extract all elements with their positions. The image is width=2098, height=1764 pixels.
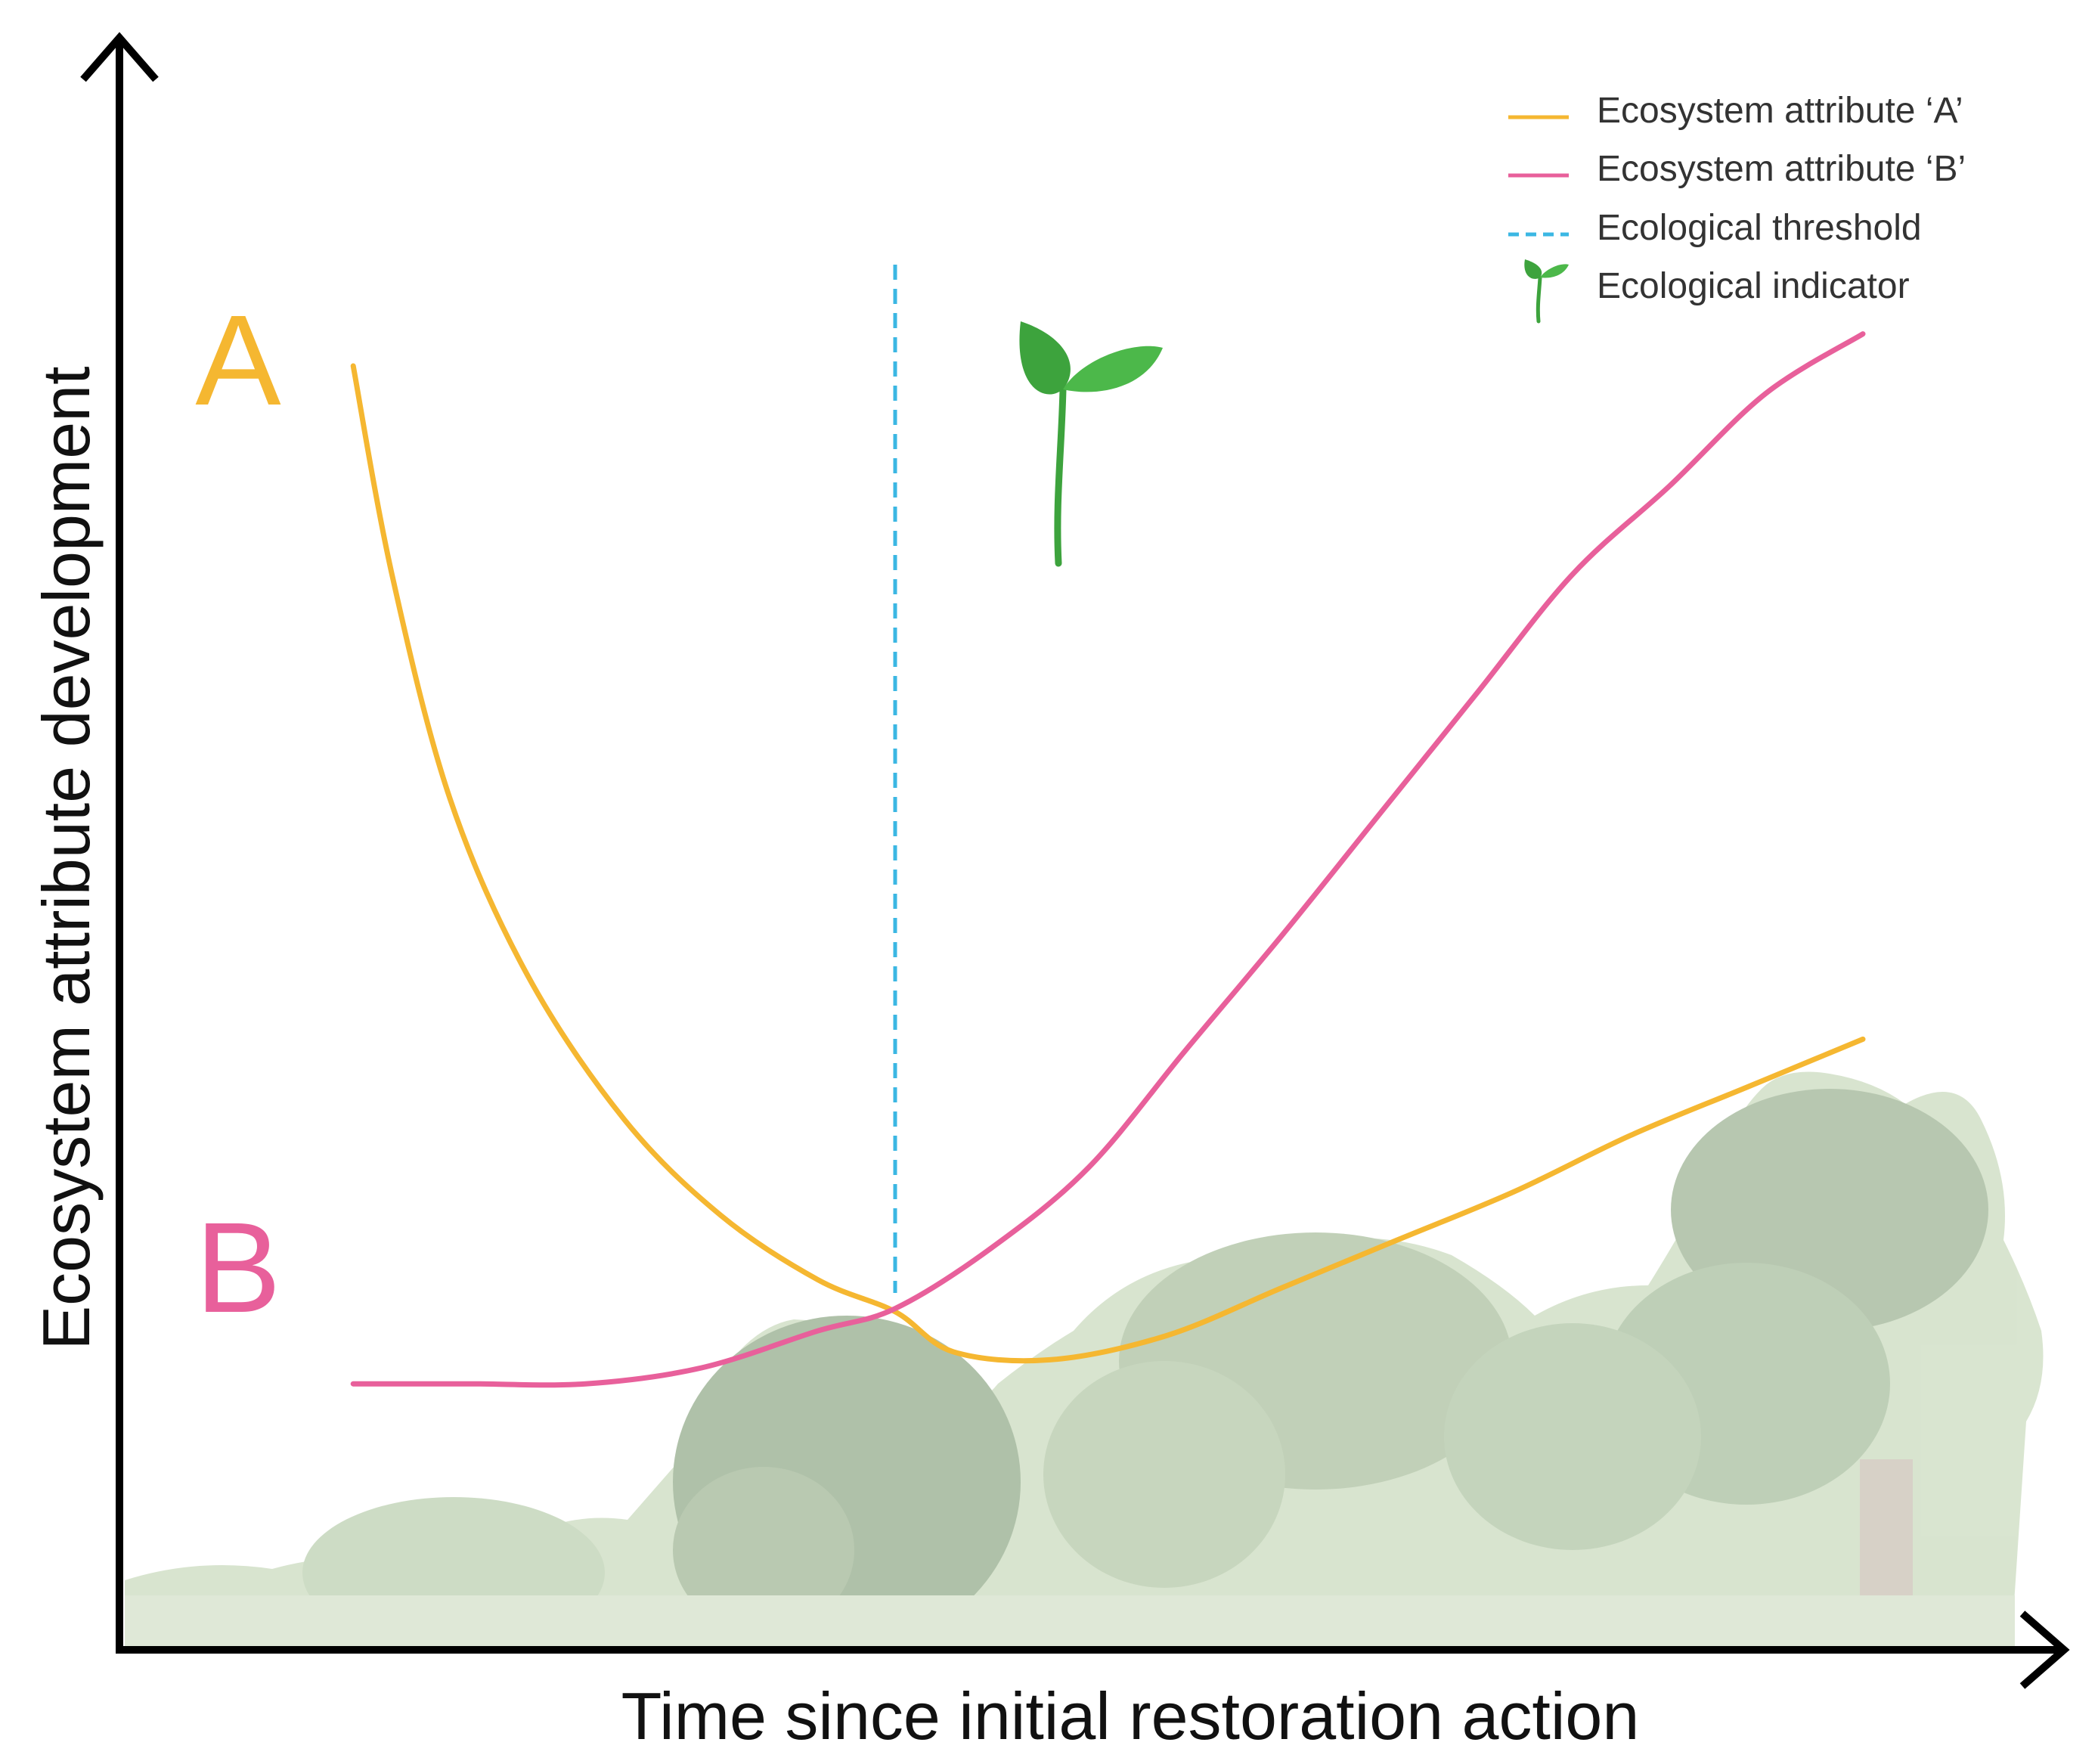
- series-line-a: [350, 363, 1866, 1364]
- legend-label-ecological-indicator: Ecological indicator: [1597, 266, 1910, 306]
- y-axis-arrowhead: [80, 32, 159, 82]
- legend: Ecosystem attribute ‘A’ Ecosystem attrib…: [1508, 91, 1966, 324]
- legend-seedling-icon: [1524, 259, 1569, 324]
- axes: [80, 32, 2070, 1689]
- vegetation-background-image: [125, 1071, 2044, 1648]
- x-axis-arrowhead: [2019, 1611, 2070, 1689]
- series-a-marker-label: A: [195, 289, 281, 432]
- series-b-marker-label: B: [195, 1196, 280, 1340]
- legend-label-ecological-threshold: Ecological threshold: [1597, 208, 1922, 248]
- ecological-indicator-seedling-icon: [1019, 321, 1163, 567]
- legend-label-attribute-b: Ecosystem attribute ‘B’: [1597, 149, 1966, 189]
- x-axis-title: Time since initial restoration action: [621, 1679, 1640, 1753]
- series-line-b: [350, 331, 1866, 1388]
- legend-label-attribute-a: Ecosystem attribute ‘A’: [1597, 91, 1963, 131]
- y-axis-title: Ecosystem attribute development: [29, 366, 104, 1350]
